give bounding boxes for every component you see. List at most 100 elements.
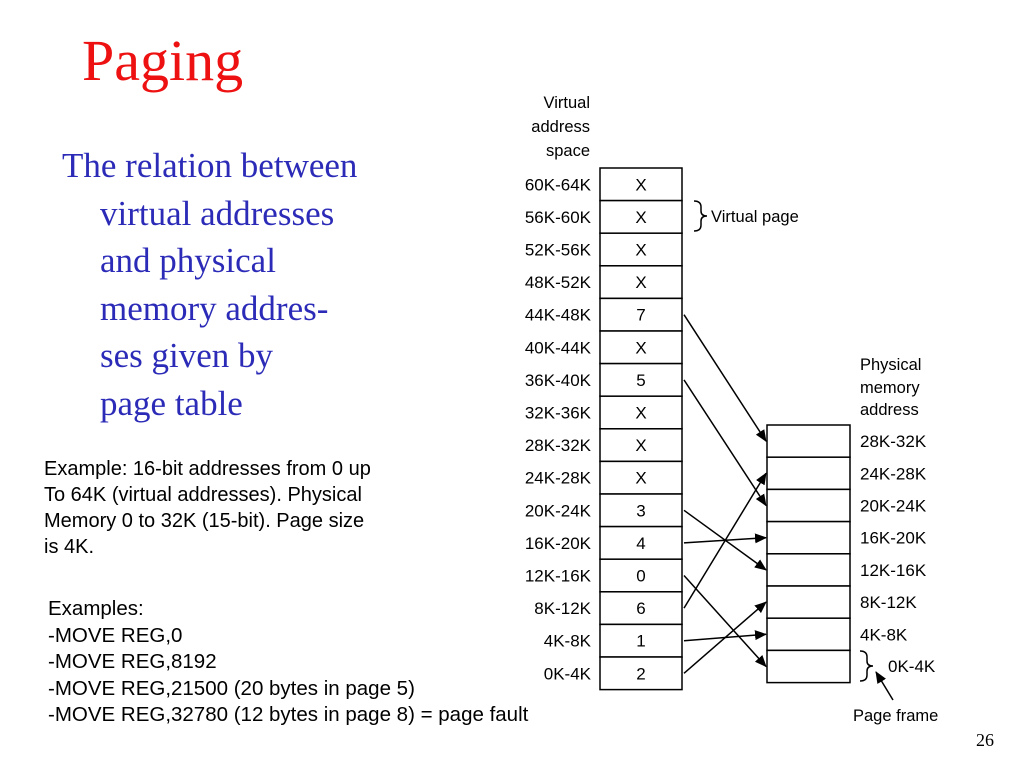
examples-item: -MOVE REG,0 — [48, 623, 183, 647]
virtual-range-label: 52K-56K — [525, 241, 592, 260]
virtual-range-labels: 60K-64K 56K-60K 52K-56K 48K-52K 44K-48K 40K-4… — [525, 175, 592, 683]
example-line: Example: 16-bit addresses from 0 up — [44, 458, 371, 480]
page-frame-arrow — [875, 671, 894, 701]
slide-title: Paging — [82, 28, 244, 93]
page-table-entry: X — [635, 469, 646, 488]
physical-range-label: 24K-28K — [860, 464, 927, 483]
physical-range-label: 20K-24K — [860, 497, 927, 516]
page-table-entry: X — [635, 241, 646, 260]
virtual-range-label: 0K-4K — [544, 664, 592, 683]
physical-range-label: 28K-32K — [860, 432, 927, 451]
page-table-cell — [599, 199, 683, 234]
page-table-cell — [599, 395, 683, 430]
description-line: memory addres- — [100, 288, 329, 328]
physical-frame-cell — [766, 488, 851, 523]
page-frame-brace — [859, 650, 874, 682]
page-frame-range-label: 0K-4K — [888, 657, 936, 676]
description-line: ses given by — [100, 336, 274, 375]
physical-memory — [766, 424, 851, 684]
page-table-cell — [599, 362, 683, 397]
description-line: and physical — [100, 241, 276, 280]
page-table-entry: 3 — [636, 501, 645, 520]
examples-item: -MOVE REG,21500 (20 bytes in page 5) — [48, 676, 415, 700]
virtual-range-label: 60K-64K — [525, 175, 592, 194]
physical-frame-cell — [766, 456, 851, 491]
page-table-cell — [599, 493, 683, 528]
description-line: The relation between — [62, 146, 358, 185]
physical-range-label: 4K-8K — [860, 625, 908, 644]
example-text: Example: 16-bit addresses from 0 up To 6… — [44, 456, 484, 560]
page-table-cell — [599, 460, 683, 495]
virtual-range-label: 56K-60K — [525, 208, 592, 227]
examples-item: -MOVE REG,32780 (12 bytes in page 8) = p… — [48, 703, 529, 726]
page-table-entry: 7 — [636, 306, 645, 325]
virtual-range-label: 32K-36K — [525, 404, 592, 423]
physical-address-heading: Physical memory address — [860, 356, 921, 419]
page-table-entry: X — [635, 175, 646, 194]
physical-frame-cell — [766, 617, 851, 652]
example-line: Memory 0 to 32K (15-bit). Page size — [44, 510, 365, 532]
mapping-arrow — [683, 314, 767, 442]
physical-heading-line: memory — [860, 379, 920, 397]
example-line: is 4K. — [44, 536, 95, 558]
page-table-entry: 1 — [636, 632, 645, 651]
page-table-cell — [599, 623, 683, 658]
page-table-cell — [599, 656, 683, 691]
page-table-cell — [599, 330, 683, 365]
virtual-range-label: 8K-12K — [534, 599, 591, 618]
virtual-range-label: 16K-20K — [525, 534, 592, 553]
examples-item: -MOVE REG,8192 — [48, 650, 217, 673]
virtual-range-label: 44K-48K — [525, 306, 592, 325]
page-table-cell — [599, 428, 683, 463]
virtual-range-label: 20K-24K — [525, 501, 592, 520]
physical-range-labels: 28K-32K24K-28K20K-24K16K-20K12K-16K8K-12… — [860, 432, 927, 644]
page-table-entry: X — [635, 404, 646, 423]
virtual-page-label: Virtual page — [711, 208, 799, 226]
mapping-arrows — [683, 314, 767, 674]
page-table-cell — [599, 297, 683, 332]
page-table-entry: X — [635, 208, 646, 227]
page-table-entry: X — [635, 436, 646, 455]
mapping-arrow — [683, 574, 767, 668]
page-table-entry: X — [635, 273, 646, 292]
virtual-heading-line: address — [531, 118, 590, 136]
virtual-page-brace — [693, 200, 708, 232]
description-text: The relation between virtual addresses a… — [62, 142, 462, 427]
physical-frame-cell — [766, 553, 851, 587]
mapping-arrow — [683, 472, 767, 609]
examples-list: Examples: -MOVE REG,0 -MOVE REG,8192 -MO… — [48, 596, 668, 729]
page-table-entry: 5 — [636, 371, 645, 390]
page-frame-label: Page frame — [853, 707, 938, 725]
example-line: To 64K (virtual addresses). Physical — [44, 484, 362, 506]
mapping-arrow — [683, 601, 767, 674]
page-table-cell — [599, 525, 683, 560]
physical-frame-cell — [766, 520, 851, 555]
physical-frame-cell — [766, 649, 851, 684]
physical-range-label: 12K-16K — [860, 561, 927, 580]
virtual-range-label: 28K-32K — [525, 436, 592, 455]
virtual-range-label: 48K-52K — [525, 273, 592, 292]
examples-heading: Examples: — [48, 597, 144, 620]
virtual-heading-line: space — [546, 142, 590, 160]
page-table-cell — [599, 265, 683, 300]
virtual-range-label: 36K-40K — [525, 371, 592, 390]
page-number: 26 — [976, 730, 994, 750]
page-table-entry: 0 — [636, 567, 645, 586]
page-table-entry: 2 — [636, 664, 645, 683]
physical-frame-cell — [766, 424, 851, 458]
page-table-entry: X — [635, 338, 646, 357]
physical-heading-line: address — [860, 401, 919, 419]
page-table-entry: 6 — [636, 599, 645, 618]
page-table-entry: 4 — [636, 534, 645, 553]
description-line: page table — [100, 383, 243, 423]
page-table-cell — [599, 167, 683, 202]
virtual-address-heading: Virtual address space — [531, 94, 590, 160]
description-line: virtual addresses — [100, 193, 335, 233]
virtual-range-label: 12K-16K — [525, 567, 592, 586]
virtual-range-label: 40K-44K — [525, 338, 592, 357]
physical-range-label: 16K-20K — [860, 529, 927, 548]
physical-frame-cell — [766, 585, 851, 619]
virtual-heading-line: Virtual — [544, 94, 590, 112]
